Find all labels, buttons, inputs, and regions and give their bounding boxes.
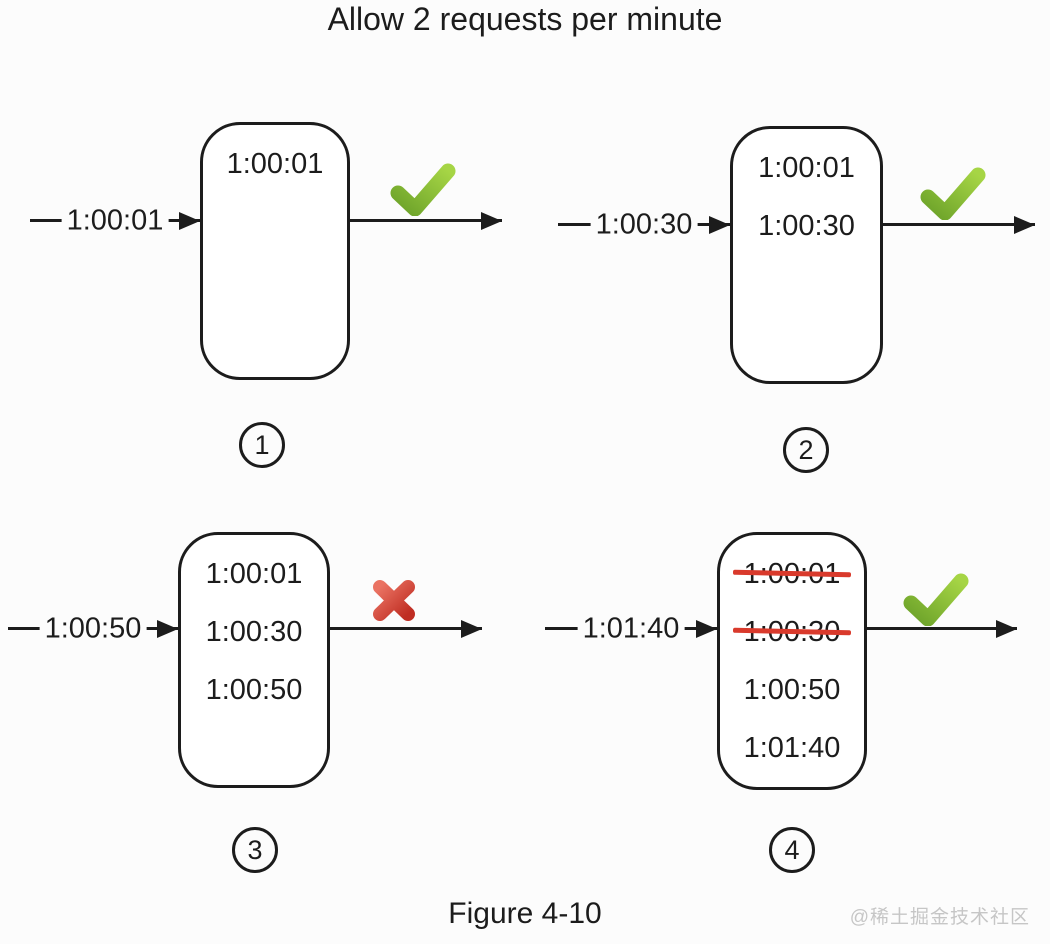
arrowhead-icon <box>996 619 1017 638</box>
request-log-box: 1:00:01 1:00:30 1:00:50 <box>178 532 330 788</box>
outgoing-arrow <box>350 211 502 230</box>
log-entry: 1:01:40 <box>743 731 841 764</box>
cross-icon <box>373 580 415 621</box>
outgoing-arrow <box>867 619 1017 638</box>
check-icon <box>903 573 969 626</box>
outgoing-arrow <box>330 619 482 638</box>
step-number-badge: 4 <box>769 827 815 873</box>
incoming-request-arrow: 1:00:30 <box>558 208 730 241</box>
incoming-request-time: 1:00:01 <box>61 204 169 237</box>
incoming-request-arrow: 1:01:40 <box>545 612 717 645</box>
incoming-request-time: 1:01:40 <box>577 612 685 645</box>
log-entry-expired: 1:00:01 <box>720 545 864 603</box>
log-entry-expired: 1:00:30 <box>720 603 864 661</box>
log-entry: 1:00:50 <box>205 673 303 706</box>
request-log-box: 1:00:01 1:00:30 <box>730 126 883 384</box>
arrowhead-icon <box>1014 215 1035 234</box>
log-entry: 1:00:01 <box>226 147 324 180</box>
arrowhead-icon <box>461 619 482 638</box>
diagram-title: Allow 2 requests per minute <box>327 1 723 37</box>
incoming-request-arrow: 1:00:01 <box>30 204 200 237</box>
figure-caption: Figure 4-10 <box>448 897 602 930</box>
watermark: @稀土掘金技术社区 <box>849 907 1030 928</box>
check-icon <box>920 167 986 220</box>
log-entry: 1:00:50 <box>743 673 841 706</box>
request-log-box: 1:00:01 1:00:30 1:00:50 1:01:40 <box>717 532 867 790</box>
arrowhead-icon <box>179 211 200 230</box>
step-number-badge: 1 <box>239 422 285 468</box>
log-entry: 1:00:01 <box>205 557 303 590</box>
arrowhead-icon <box>157 619 178 638</box>
step-number-badge: 2 <box>783 427 829 473</box>
arrowhead-icon <box>709 215 730 234</box>
outgoing-arrow <box>883 215 1035 234</box>
incoming-request-arrow: 1:00:50 <box>8 612 178 645</box>
arrowhead-icon <box>696 619 717 638</box>
log-entry: 1:00:30 <box>205 615 303 648</box>
log-entry: 1:00:01 <box>758 151 855 184</box>
arrowhead-icon <box>481 211 502 230</box>
request-log-box: 1:00:01 <box>200 122 350 380</box>
incoming-request-time: 1:00:50 <box>39 612 147 645</box>
check-icon <box>390 163 456 216</box>
log-entry: 1:00:30 <box>758 209 855 242</box>
incoming-request-time: 1:00:30 <box>590 208 698 241</box>
step-number-badge: 3 <box>232 827 278 873</box>
